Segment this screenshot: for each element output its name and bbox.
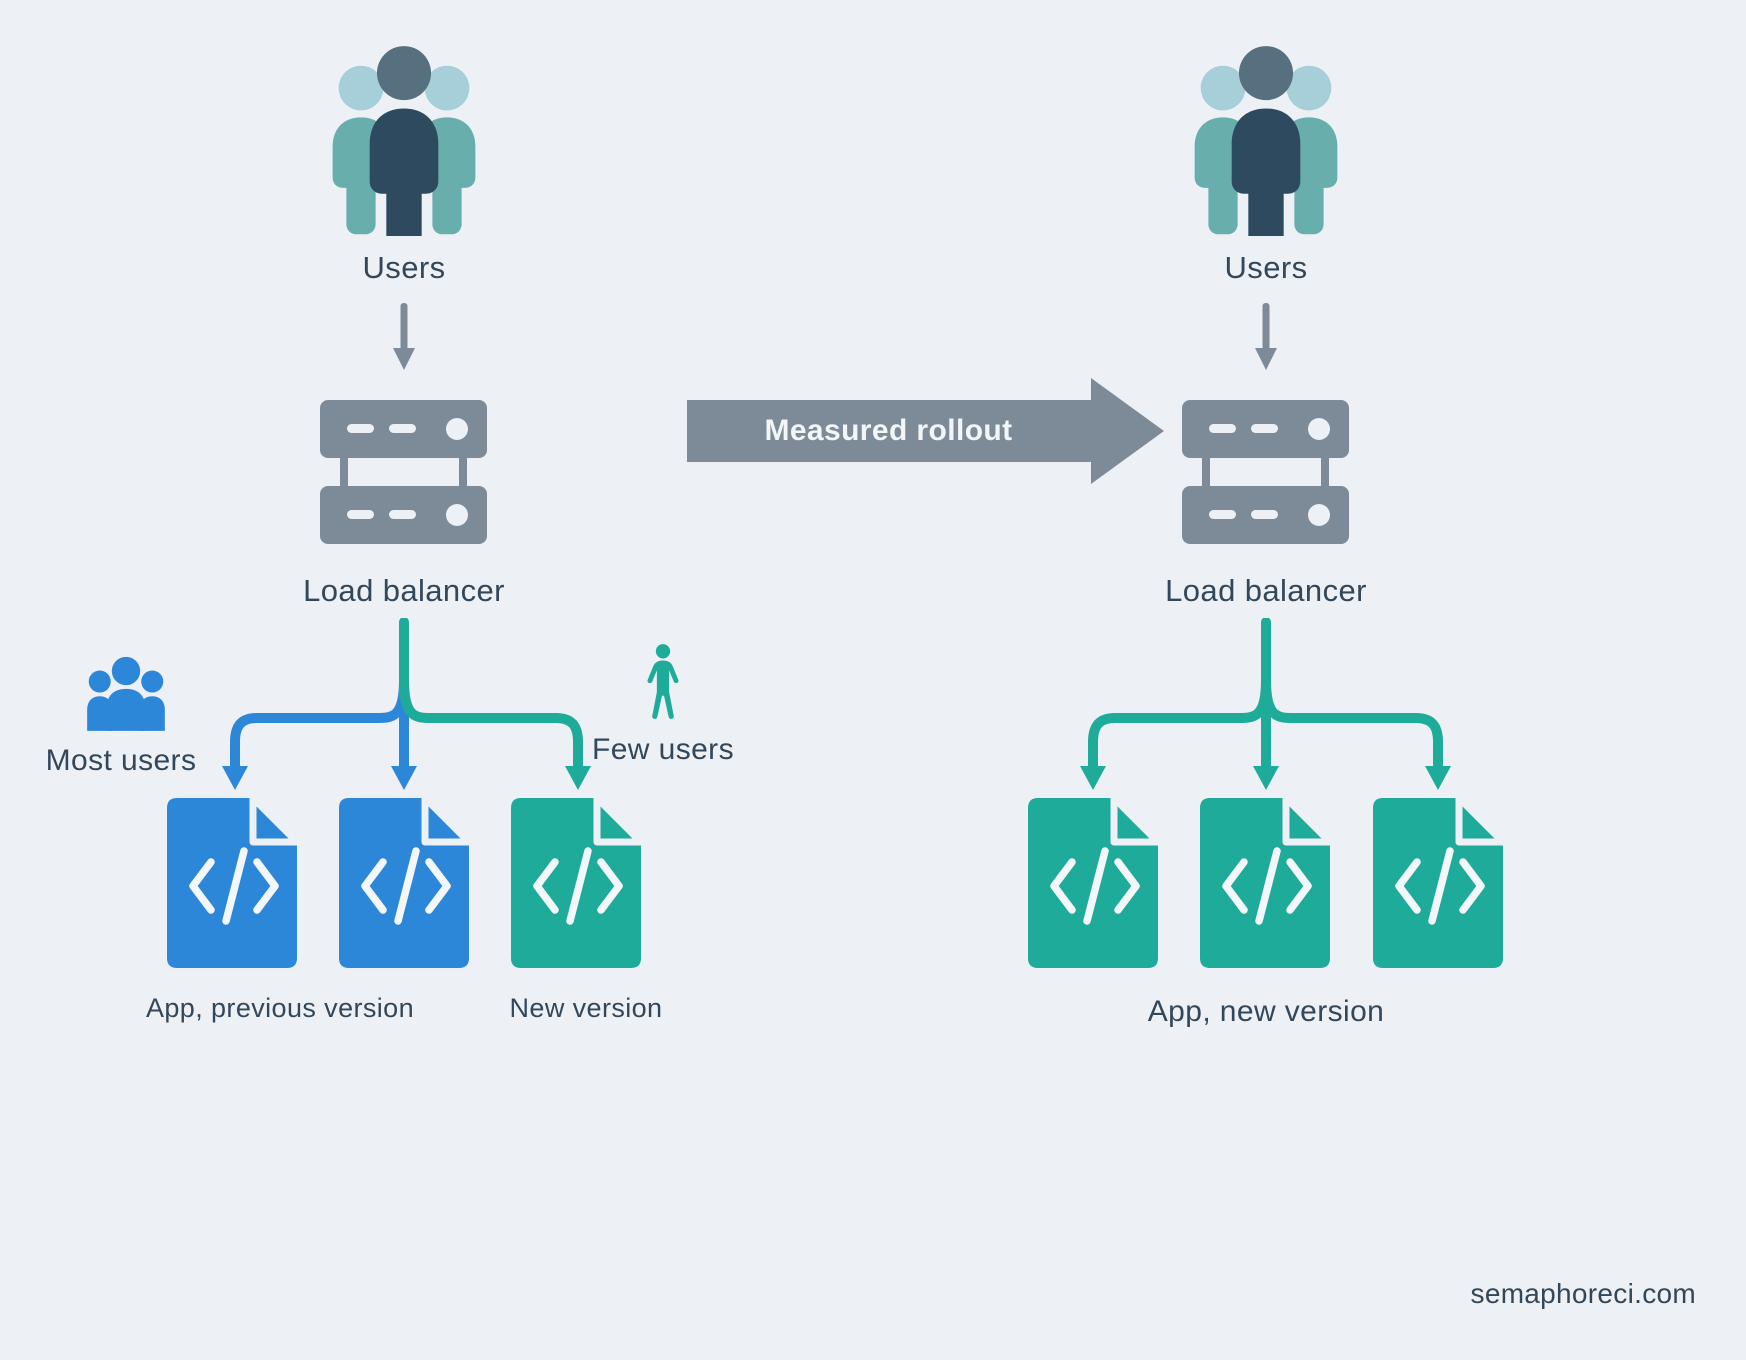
users-group-icon [1194, 46, 1338, 236]
down-arrow-icon [393, 303, 415, 371]
new-version-label: New version [509, 993, 663, 1023]
users-group-icon [332, 46, 476, 236]
app-instance-previous-icon [339, 798, 469, 968]
app-instance-new-icon [511, 798, 641, 968]
few-users-icon [647, 644, 679, 719]
traffic-split-connector [222, 618, 591, 790]
users-label: Users [1224, 250, 1308, 285]
measured-rollout-label: Measured rollout [764, 414, 1013, 447]
app-new-version-label: App, new version [1147, 995, 1385, 1028]
traffic-split-connector [1080, 618, 1451, 790]
load-balancer-icon [1182, 400, 1349, 544]
users-label: Users [362, 250, 446, 285]
rollout-arrow-icon [687, 378, 1164, 484]
app-previous-version-label: App, previous version [145, 993, 415, 1023]
app-instance-new-icon [1373, 798, 1503, 968]
down-arrow-icon [1255, 303, 1277, 371]
load-balancer-label: Load balancer [1165, 573, 1367, 608]
most-users-label: Most users [45, 744, 197, 777]
app-instance-new-icon [1028, 798, 1158, 968]
load-balancer-icon [320, 400, 487, 544]
app-instance-previous-icon [167, 798, 297, 968]
app-instance-new-icon [1200, 798, 1330, 968]
load-balancer-label: Load balancer [303, 573, 505, 608]
most-users-icon [87, 656, 165, 731]
few-users-label: Few users [592, 733, 734, 766]
brand-label: semaphoreci.com [1470, 1278, 1696, 1309]
